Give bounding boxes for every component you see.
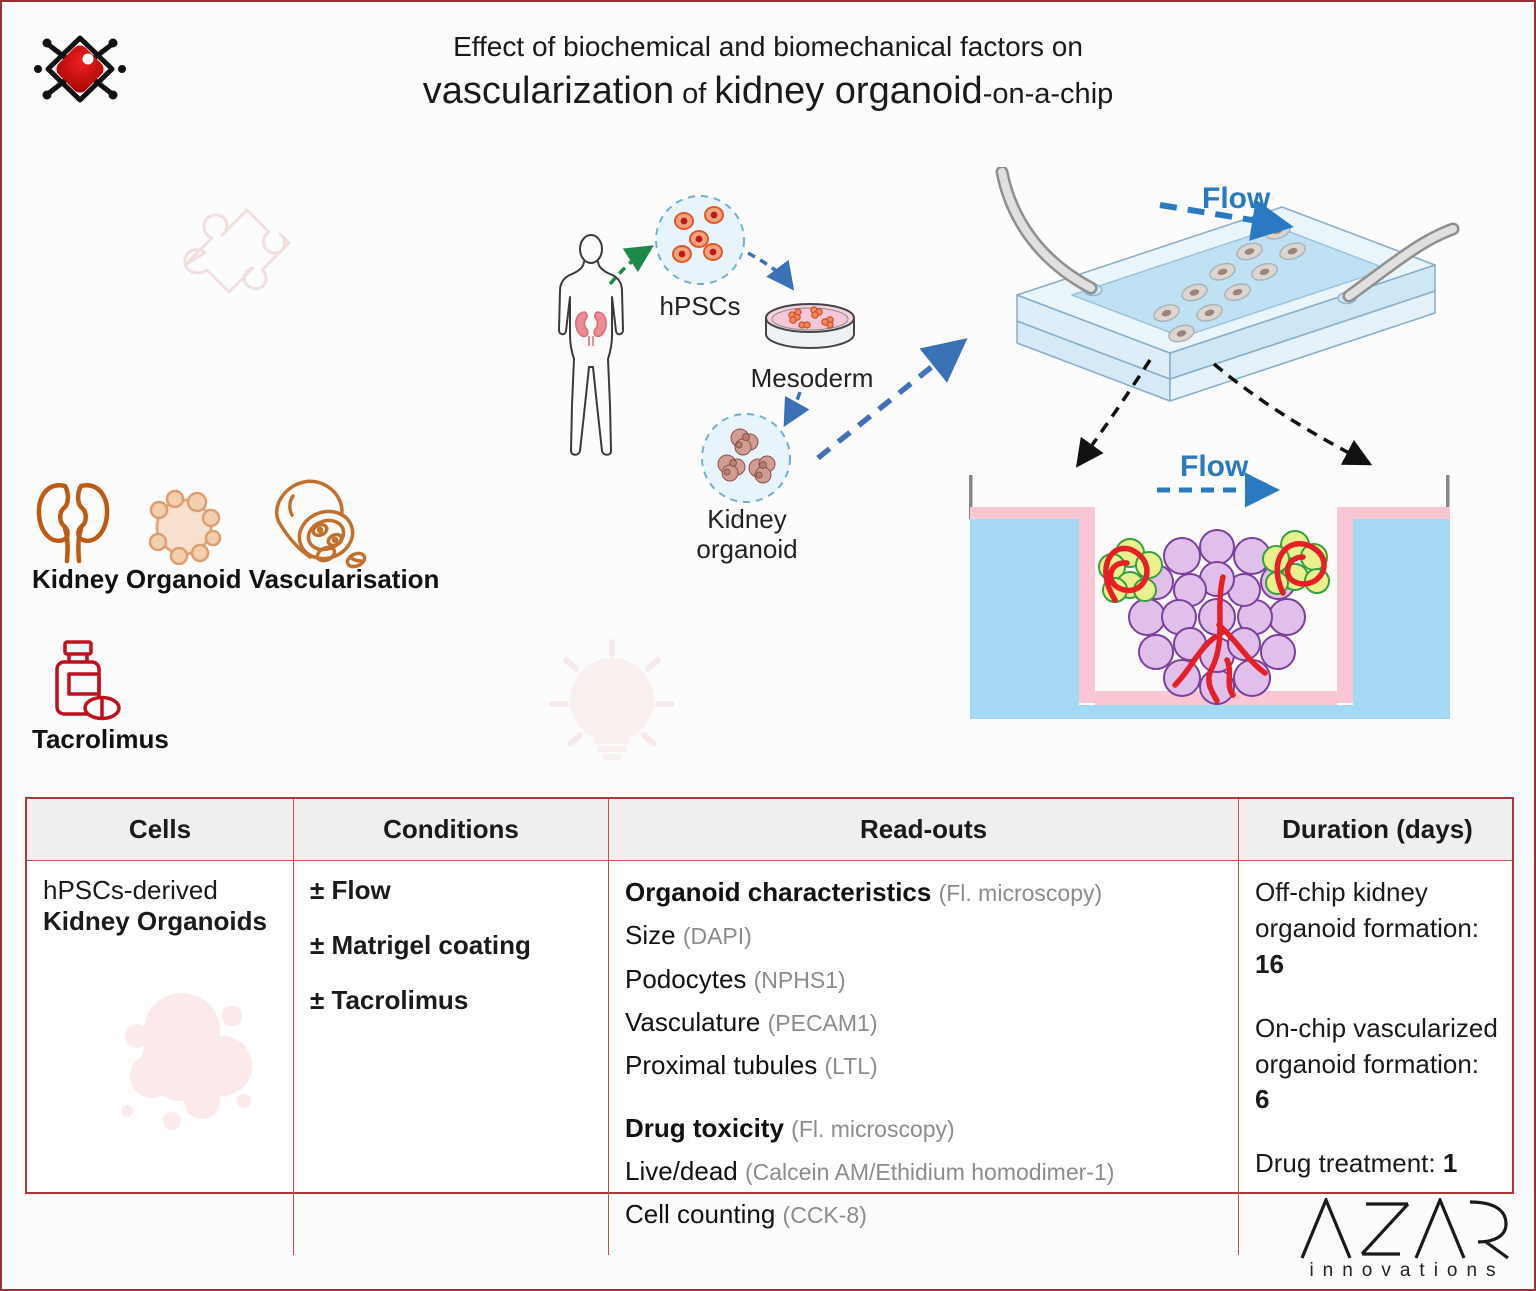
kidney-organoid-illustration bbox=[700, 412, 792, 504]
human-figure bbox=[556, 234, 626, 464]
readout-item: Size (DAPI) bbox=[625, 920, 752, 951]
hpscs-illustration bbox=[654, 194, 746, 286]
azar-wordmark-icon bbox=[1300, 1198, 1509, 1260]
condition-item: ± Matrigel coating bbox=[310, 930, 531, 960]
condition-item: ± Flow bbox=[310, 875, 391, 905]
cells-line1: hPSCs-derived bbox=[43, 875, 218, 905]
splatter-watermark-icon bbox=[121, 993, 252, 1130]
organoid-icon bbox=[144, 489, 224, 565]
tacrolimus-label: Tacrolimus bbox=[32, 724, 169, 754]
cell-readouts: Organoid characteristics (Fl. microscopy… bbox=[609, 861, 1239, 1255]
tacrolimus-icon bbox=[38, 638, 128, 724]
hpscs-label: hPSCs bbox=[659, 291, 741, 321]
header-readouts: Read-outs bbox=[609, 799, 1239, 860]
blood-vessel-icon bbox=[260, 474, 368, 572]
table-header-row: Cells Conditions Read-outs Duration (day… bbox=[27, 799, 1512, 861]
table-body-row: hPSCs-derived Kidney Organoids ± Flow ± … bbox=[27, 861, 1512, 1255]
readout-item: Drug toxicity (Fl. microscopy) bbox=[625, 1112, 955, 1143]
readout-item: Podocytes (NPHS1) bbox=[625, 963, 846, 994]
readout-item: Vasculature (PECAM1) bbox=[625, 1006, 878, 1037]
vascularisation-label: Kidney Organoid Vascularisation bbox=[32, 564, 440, 594]
azar-subtitle: innovations bbox=[1309, 1260, 1505, 1281]
header-cells: Cells bbox=[27, 799, 294, 860]
readout-item: Live/dead (Calcein AM/Ethidium homodimer… bbox=[625, 1155, 1115, 1186]
mesoderm-label: Mesoderm bbox=[750, 363, 874, 393]
well-cross-section bbox=[965, 445, 1455, 725]
cell-conditions: ± Flow ± Matrigel coating ± Tacrolimus bbox=[294, 861, 609, 1255]
duration-item: On-chip vascularized organoid formation:… bbox=[1255, 1012, 1498, 1115]
cell-duration: Off-chip kidney organoid formation: 16 O… bbox=[1239, 861, 1516, 1255]
header-duration: Duration (days) bbox=[1282, 814, 1473, 844]
condition-item: ± Tacrolimus bbox=[310, 985, 469, 1015]
cell-cells: hPSCs-derived Kidney Organoids bbox=[27, 861, 294, 1255]
cells-line2: Kidney Organoids bbox=[43, 906, 267, 936]
title-line2: vascularization of kidney organoid-on-a-… bbox=[422, 69, 1114, 112]
lightbulb-watermark-icon bbox=[532, 634, 692, 789]
title-line1: Effect of biochemical and biomechanical … bbox=[453, 31, 1083, 62]
readout-item: Cell counting (CCK-8) bbox=[625, 1199, 867, 1230]
mesoderm-dish bbox=[758, 288, 862, 360]
readout-item: Proximal tubules (LTL) bbox=[625, 1050, 878, 1081]
flow-label-well: Flow bbox=[1180, 450, 1249, 483]
azar-logo: innovations bbox=[1298, 1198, 1516, 1282]
page-title: Effect of biochemical and biomechanical … bbox=[2, 28, 1534, 117]
summary-table: Cells Conditions Read-outs Duration (day… bbox=[25, 797, 1514, 1255]
arrow-organoid-to-chip bbox=[816, 338, 968, 461]
brand-mark-icon bbox=[32, 28, 128, 114]
arrow-hpscs-to-mesoderm bbox=[747, 251, 795, 291]
duration-item: Drug treatment: 1 bbox=[1255, 1148, 1458, 1179]
flow-label-chip: Flow bbox=[1202, 182, 1271, 215]
kidney-organoid-label: Kidney organoid bbox=[696, 504, 798, 564]
readout-item: Organoid characteristics (Fl. microscopy… bbox=[625, 877, 1103, 907]
header-conditions: Conditions bbox=[294, 799, 609, 860]
puzzle-watermark-icon bbox=[167, 187, 292, 309]
kidneys-icon bbox=[34, 479, 112, 565]
duration-item: Off-chip kidney organoid formation: 16 bbox=[1255, 877, 1480, 979]
